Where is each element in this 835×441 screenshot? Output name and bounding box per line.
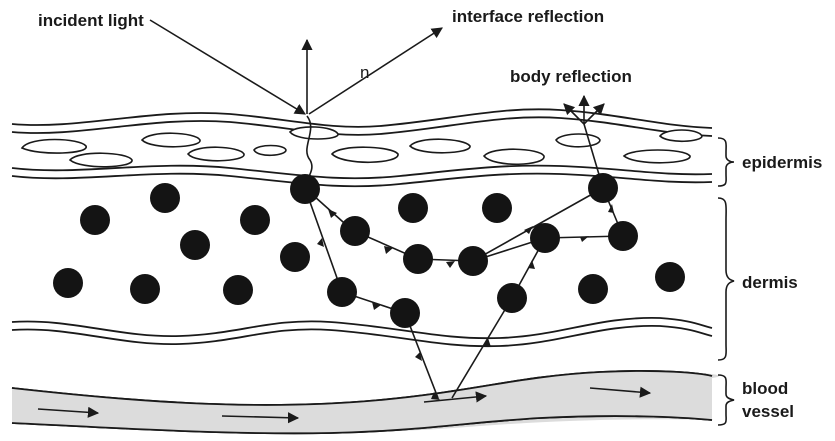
- incident-light-label: incident light: [38, 11, 144, 30]
- dermis-brace: [718, 198, 734, 360]
- dermis-lower-boundary-2: [12, 326, 712, 346]
- blood-vessel-label-line1: blood: [742, 379, 788, 398]
- blood-vessel-brace: [718, 375, 734, 425]
- epidermal-cells: [22, 127, 702, 167]
- normal-label: n: [360, 63, 369, 82]
- blood-vessel-label-line2: vessel: [742, 402, 794, 421]
- dermis-label: dermis: [742, 273, 798, 292]
- epidermis-top-boundary: [12, 109, 712, 128]
- interface-reflection-label: interface reflection: [452, 7, 604, 26]
- body-reflection-label: body reflection: [510, 67, 632, 86]
- incident-light-ray: [150, 20, 305, 114]
- dermis-lower-boundary: [12, 318, 712, 338]
- epidermis-label: epidermis: [742, 153, 822, 172]
- body-reflection-arrows: [564, 96, 604, 124]
- interface-reflection-ray: [309, 28, 442, 114]
- epidermis-brace: [718, 138, 734, 186]
- scattering-particles: [53, 173, 685, 328]
